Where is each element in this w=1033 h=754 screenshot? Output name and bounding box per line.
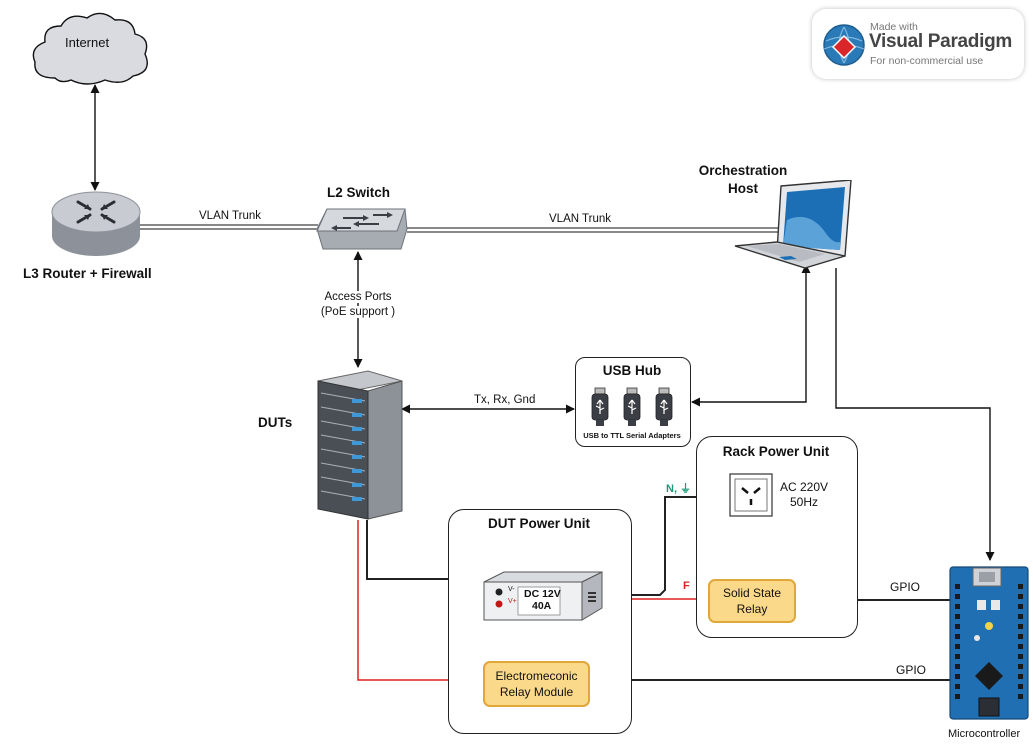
laptop-icon: [734, 180, 852, 269]
usb-hub-label: USB Hub: [602, 363, 662, 378]
visual-paradigm-logo-icon: [823, 24, 865, 66]
router-icon: [51, 191, 141, 256]
usb-stick-icon: [591, 387, 609, 426]
access-ports-label-line1: Access Ports: [308, 291, 408, 303]
ssr-label-line1: Solid State: [722, 586, 782, 600]
vlan-trunk-router-switch: [138, 224, 318, 230]
watermark-line3: For non-commercial use: [870, 55, 984, 67]
router-label: L3 Router + Firewall: [23, 266, 152, 281]
electromechanical-relay-module: Electromeconic Relay Module: [483, 661, 590, 707]
usb-stick-icon: [655, 387, 673, 426]
access-ports-label-line2: (PoE support ): [308, 306, 408, 318]
socket-label-line1: AC 220V: [780, 480, 829, 494]
emr-label-line2: Relay Module: [499, 685, 574, 699]
gpio-label-upper: GPIO: [890, 580, 921, 594]
solid-state-relay: Solid State Relay: [708, 579, 796, 623]
psu-terminal-pos: V+: [508, 598, 517, 605]
vlan-trunk-label-right: VLAN Trunk: [549, 213, 611, 225]
gpio-label-lower: GPIO: [896, 663, 927, 677]
cloud-icon: [32, 12, 148, 85]
psu-label-line1: DC 12V: [524, 588, 561, 600]
socket-label-line2: 50Hz: [790, 495, 819, 509]
host-label-line2: Host: [728, 181, 758, 196]
arduino-board-icon: [949, 566, 1029, 720]
watermark-line1: Made with: [870, 21, 918, 33]
duts-label: DUTs: [258, 415, 293, 430]
psu-label-line2: 40A: [532, 600, 552, 612]
switch-label: L2 Switch: [327, 185, 391, 200]
neutral-line: [601, 496, 729, 596]
dut-psu-dc-line: [366, 520, 484, 580]
switch-icon: [316, 208, 408, 250]
phase-label: F: [683, 580, 690, 592]
neutral-ground-label: N, ⏚: [666, 483, 692, 495]
microcontroller-label: Microcontroller: [948, 728, 1021, 740]
serial-label: Tx, Rx, Gnd: [474, 394, 536, 406]
server-rack-icon: [317, 370, 403, 520]
psu-terminal-neg: V-: [508, 586, 515, 593]
vlan-trunk-switch-host: [407, 227, 780, 233]
host-label-line1: Orchestration: [698, 163, 788, 178]
vlan-trunk-label-left: VLAN Trunk: [199, 210, 261, 222]
visual-paradigm-watermark: Made with Visual Paradigm For non-commer…: [812, 9, 1024, 79]
power-socket-icon: [729, 473, 773, 517]
host-usb-link: [691, 264, 811, 407]
rack-power-unit-label: Rack Power Unit: [722, 444, 830, 459]
power-supply-icon: [483, 571, 603, 621]
internet-label: Internet: [65, 35, 110, 50]
ssr-label-line2: Relay: [736, 602, 768, 616]
usb-stick-icon: [623, 387, 641, 426]
host-mcu-link: [835, 268, 995, 561]
watermark-brand: Visual Paradigm: [869, 31, 1012, 52]
emr-label-line1: Electromeconic: [495, 669, 578, 683]
server-units: [320, 392, 366, 501]
dut-power-unit-label: DUT Power Unit: [487, 516, 590, 531]
dut-relay-power-line: [357, 520, 484, 681]
usb-sticks: [591, 387, 673, 426]
usb-caption: USB to TTL Serial Adapters: [583, 431, 681, 440]
